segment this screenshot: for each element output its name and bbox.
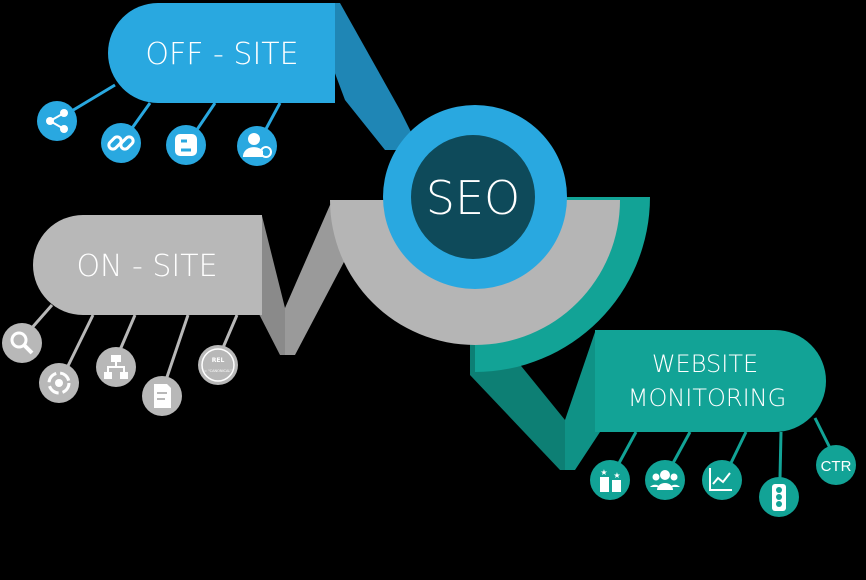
rel-text: REL <box>212 357 225 364</box>
on-site-connectors <box>28 304 239 381</box>
seo-circle <box>411 135 535 259</box>
on-site-ribbon-fold <box>285 205 345 355</box>
seo-label: SEO <box>426 171 520 225</box>
monitoring-label-line2: MONITORING <box>628 384 786 412</box>
traffic-light-icon[interactable] <box>759 477 799 517</box>
monitoring-ribbon-fold <box>565 332 600 470</box>
blogger-icon[interactable] <box>166 125 206 165</box>
on-site-label: ON - SITE <box>76 249 217 284</box>
ctr-icon[interactable]: CTR <box>816 445 856 485</box>
svg-text:★: ★ <box>613 471 620 480</box>
off-site-pill <box>108 3 335 103</box>
off-site-ribbon <box>330 3 420 150</box>
link-icon[interactable] <box>101 123 141 163</box>
line-chart-icon[interactable] <box>702 460 742 500</box>
document-icon[interactable] <box>142 376 182 416</box>
monitoring-label-line1: WEBSITE <box>652 350 758 378</box>
on-site-pill <box>33 215 262 315</box>
monitoring-connectors <box>616 417 832 479</box>
on-site-ribbon <box>258 216 285 355</box>
gear-refresh-icon[interactable] <box>39 363 79 403</box>
monitoring-ribbon <box>470 340 565 470</box>
monitoring-pill <box>595 330 826 432</box>
canonical-text: = "CANONICAL" <box>204 369 232 373</box>
svg-text:★: ★ <box>600 468 607 477</box>
ranking-icon[interactable]: ★★ <box>590 460 630 500</box>
ctr-label: CTR <box>821 458 852 475</box>
off-site-label: OFF - SITE <box>145 37 298 72</box>
users-icon[interactable] <box>645 460 685 500</box>
rel-canonical-icon[interactable]: REL = "CANONICAL" <box>198 345 238 385</box>
user-link-icon[interactable] <box>237 126 277 166</box>
share-icon[interactable] <box>37 101 77 141</box>
search-icon[interactable] <box>2 323 42 363</box>
sitemap-icon[interactable] <box>96 347 136 387</box>
